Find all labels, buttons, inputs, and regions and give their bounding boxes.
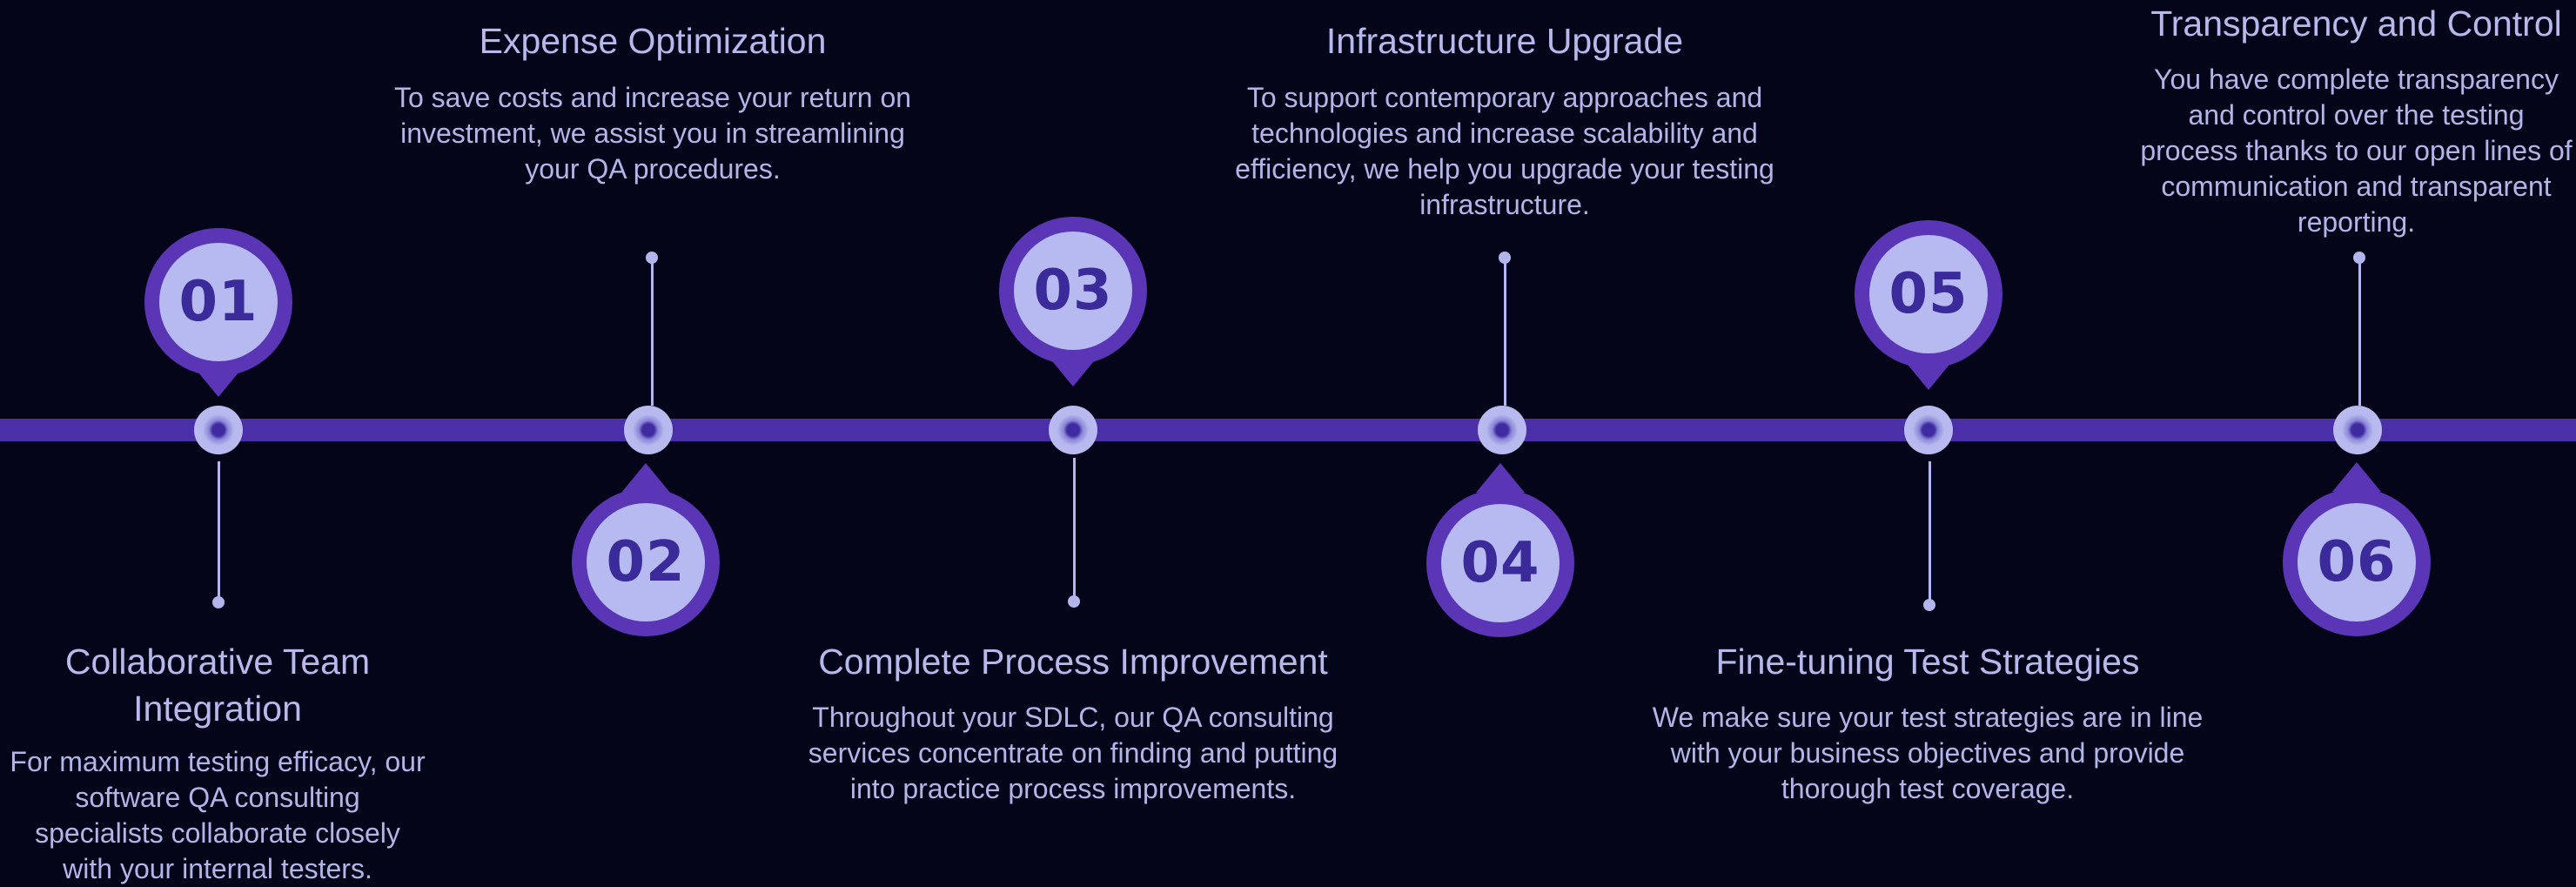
step-01-description: For maximum testing efficacy, our softwa…	[10, 746, 426, 884]
step-06-badge: 06	[2283, 488, 2431, 636]
step-02-badge: 02	[572, 488, 720, 636]
step-03-title: Complete Process Improvement	[818, 642, 1328, 682]
step-06-title: Transparency and Control	[2150, 3, 2562, 44]
step-03-badge-pointer	[1049, 357, 1097, 386]
step-06-number: 06	[2298, 503, 2416, 622]
step-06-badge-pointer	[2332, 462, 2381, 492]
step-02-description: To save costs and increase your return o…	[393, 82, 912, 185]
step-01-connector-dot	[212, 596, 225, 608]
step-02-connector	[650, 258, 654, 406]
step-05-badge-pointer	[1904, 360, 1953, 390]
step-02-node	[624, 406, 673, 454]
step-05-connector-dot	[1923, 599, 1935, 611]
step-01-badge-pointer	[194, 367, 243, 397]
step-03-connector	[1072, 458, 1076, 601]
step-05-title: Fine-tuning Test Strategies	[1715, 642, 2140, 682]
step-01-title: Collaborative Team Integration	[64, 642, 371, 729]
step-04-node	[1478, 406, 1526, 454]
step-06-connector	[2358, 258, 2361, 406]
step-03-number: 03	[1014, 232, 1132, 350]
step-04-title: Infrastructure Upgrade	[1325, 21, 1684, 61]
step-03-connector-dot	[1068, 595, 1080, 608]
step-06-description: You have complete transparency and contr…	[2140, 64, 2573, 238]
step-02-title: Expense Optimization	[479, 21, 827, 61]
step-04-badge-pointer	[1476, 463, 1525, 493]
step-05-badge: 05	[1855, 220, 2002, 368]
step-01-connector	[217, 461, 220, 602]
step-06-node	[2333, 406, 2382, 454]
step-04-number: 04	[1441, 504, 1560, 622]
step-04-connector	[1503, 258, 1506, 406]
step-02-number: 02	[587, 503, 705, 622]
step-03-description: Throughout your SDLC, our QA consulting …	[808, 702, 1338, 804]
step-05-connector	[1928, 461, 1931, 605]
step-05-description: We make sure your test strategies are in…	[1652, 702, 2204, 804]
step-01-number: 01	[159, 243, 278, 361]
step-01-node	[194, 406, 243, 454]
step-01-badge: 01	[144, 228, 292, 376]
step-03-node	[1049, 406, 1097, 454]
timeline-bar	[0, 419, 2576, 441]
step-04-badge: 04	[1426, 489, 1574, 637]
step-03-badge: 03	[999, 217, 1147, 365]
step-02-badge-pointer	[621, 463, 670, 493]
step-05-node	[1904, 406, 1953, 454]
step-04-description: To support contemporary approaches and t…	[1235, 82, 1774, 220]
step-05-number: 05	[1869, 235, 1988, 353]
